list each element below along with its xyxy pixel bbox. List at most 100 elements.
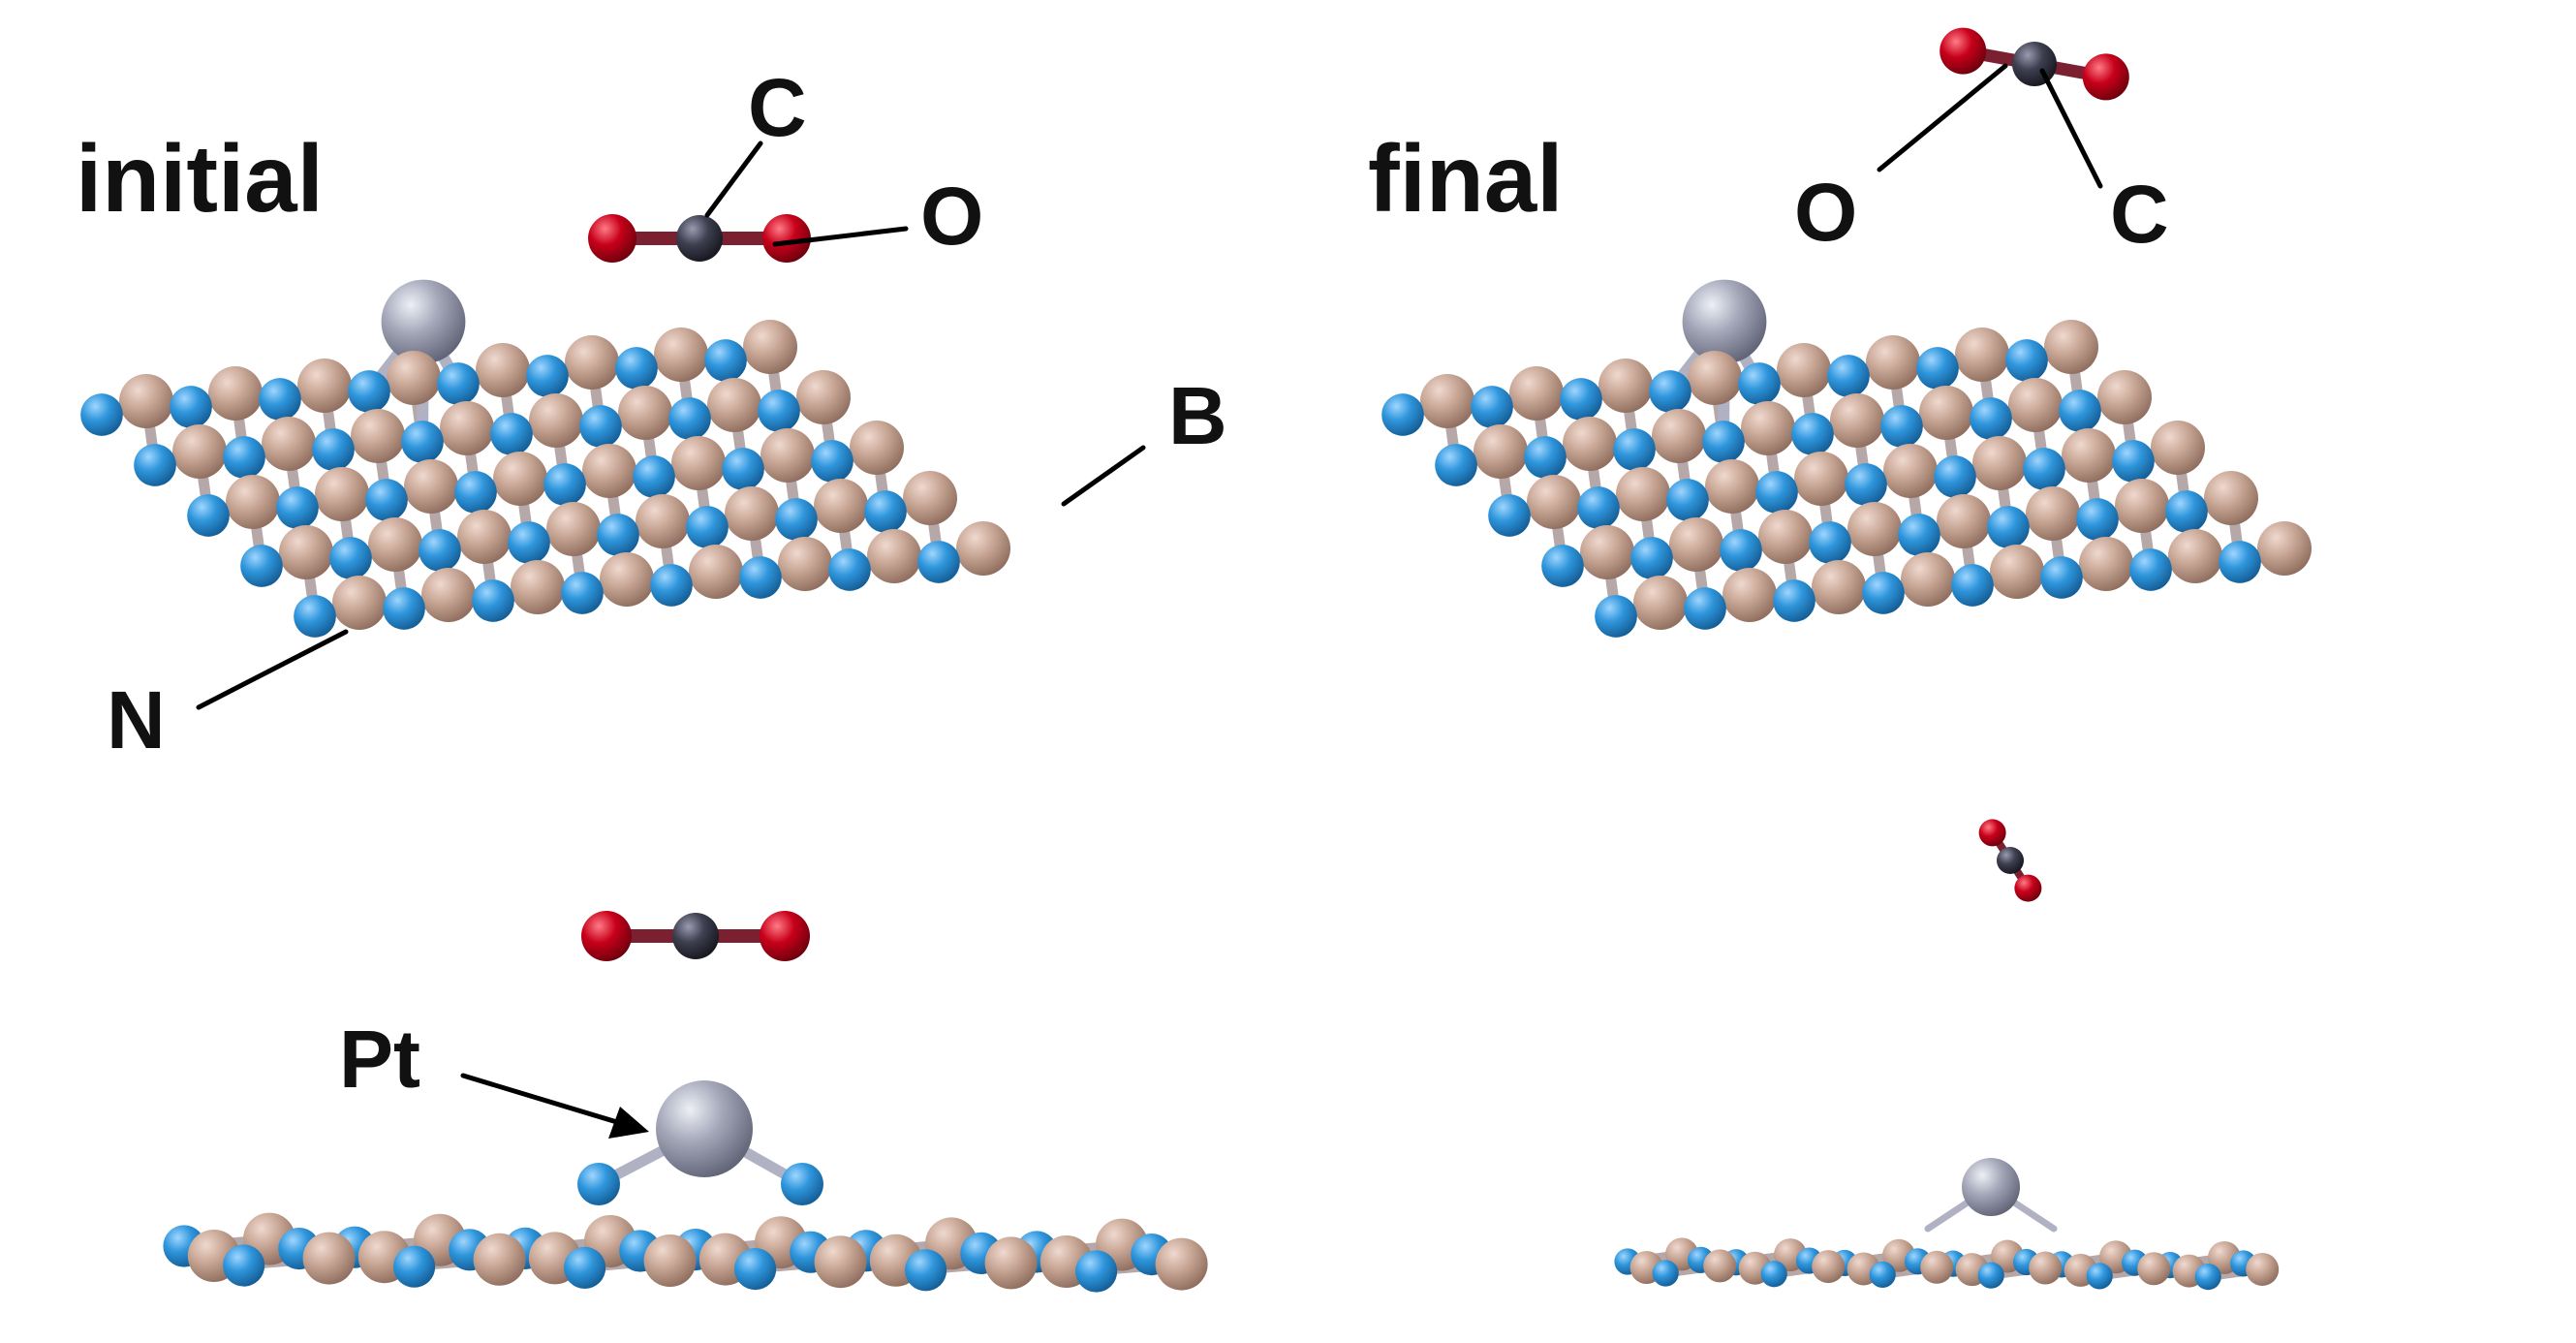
final-side-platinum-atom: [1962, 1158, 2020, 1216]
final-top-boron-atom: [1616, 467, 1670, 521]
initial-top-boron-atom: [636, 494, 690, 548]
final-top-boron-atom: [2026, 486, 2080, 541]
initial-top-nitrogen-atom: [633, 455, 675, 498]
final-top-boron-atom: [1705, 459, 1759, 514]
initial-top-boron-atom: [814, 479, 868, 533]
initial-top-boron-atom: [671, 436, 726, 490]
final-top-nitrogen-atom: [1827, 355, 1870, 397]
final-side-boron-atom: [1703, 1249, 1737, 1283]
initial-side-nitrogen-atom: [1075, 1250, 1118, 1293]
final-side-boron-atom: [1920, 1250, 1954, 1284]
initial-top-nitrogen-atom: [543, 463, 586, 506]
final-top-nitrogen-atom: [1524, 436, 1567, 479]
final-top-nitrogen-atom: [1755, 471, 1798, 514]
initial-top-nitrogen-atom: [348, 370, 390, 413]
final-top-nitrogen-atom: [2219, 541, 2261, 583]
initial-top-nitrogen-atom: [454, 471, 497, 514]
initial-top-boron-atom: [279, 525, 333, 579]
final-top-nitrogen-atom: [1773, 579, 1816, 622]
final-top-boron-atom: [2257, 521, 2312, 576]
final-top-boron-atom: [1883, 444, 1938, 498]
initial-top-nitrogen-atom: [276, 486, 319, 529]
initial-top-boron-atom: [351, 409, 405, 463]
label-carbon-initial: C: [748, 62, 807, 153]
initial-top-nitrogen-atom: [739, 556, 782, 599]
initial-top-nitrogen-atom: [615, 347, 658, 390]
leader-line-oxygen-initial: [772, 226, 909, 247]
final-top-nitrogen-atom: [1898, 514, 1940, 556]
final-top-boron-atom: [1758, 510, 1813, 564]
initial-top-boron-atom: [262, 417, 316, 471]
initial-top-nitrogen-atom: [917, 541, 960, 583]
final-top-nitrogen-atom: [1738, 362, 1781, 405]
initial-top-boron-atom: [582, 444, 636, 498]
final-top-boron-atom: [1420, 374, 1474, 428]
initial-top-oxygen-atom: [762, 214, 811, 263]
initial-top-nitrogen-atom: [597, 514, 639, 556]
final-top-boron-atom: [1509, 366, 1564, 421]
initial-top-nitrogen-atom: [561, 572, 604, 614]
final-top-boron-atom: [1937, 494, 1991, 548]
initial-side-nitrogen-atom: [905, 1249, 947, 1292]
initial-top-boron-atom: [546, 502, 601, 556]
final-side-nitrogen-atom: [1977, 1262, 2004, 1289]
initial-top-oxygen-atom: [588, 214, 636, 263]
final-top-boron-atom: [1669, 517, 1723, 572]
final-top-carbon-atom: [2012, 42, 2057, 86]
final-top-boron-atom: [1866, 335, 1920, 390]
final-top-boron-atom: [1812, 560, 1866, 614]
initial-top-boron-atom: [493, 452, 547, 506]
final-top-boron-atom: [1794, 452, 1848, 506]
final-top-boron-atom: [1580, 525, 1634, 579]
final-side-boron-atom: [2029, 1251, 2063, 1285]
final-top-nitrogen-atom: [2165, 490, 2208, 533]
final-top-boron-atom: [2079, 537, 2133, 591]
initial-top-boron-atom: [404, 459, 458, 514]
atoms: [80, 27, 2312, 1293]
final-side-nitrogen-atom: [1652, 1260, 1679, 1287]
initial-side-nitrogen-atom: [577, 1163, 620, 1205]
final-top-boron-atom: [1633, 576, 1688, 630]
final-top-nitrogen-atom: [1649, 370, 1691, 413]
final-top-nitrogen-atom: [1595, 595, 1637, 638]
final-top-boron-atom: [1919, 386, 1973, 440]
final-top-boron-atom: [1972, 436, 2027, 490]
initial-side-oxygen-atom: [760, 911, 810, 961]
initial-top-boron-atom: [867, 529, 921, 583]
final-top-boron-atom: [1652, 409, 1706, 463]
final-top-nitrogen-atom: [1862, 572, 1905, 614]
final-top-nitrogen-atom: [1435, 444, 1477, 486]
initial-top-nitrogen-atom: [526, 355, 569, 397]
initial-top-boron-atom: [440, 401, 494, 455]
initial-top-boron-atom: [565, 335, 619, 390]
initial-top-boron-atom: [600, 552, 654, 607]
initial-side-boron-atom: [302, 1232, 356, 1285]
initial-top-boron-atom: [529, 393, 583, 448]
final-top-boron-atom: [1955, 328, 2009, 382]
initial-top-boron-atom: [850, 421, 904, 475]
initial-top-boron-atom: [119, 374, 173, 428]
initial-side-boron-atom: [473, 1233, 526, 1286]
label-carbon-final: C: [2110, 169, 2169, 260]
final-top-boron-atom: [2062, 428, 2116, 483]
initial-side-boron-atom: [814, 1235, 867, 1289]
initial-top-nitrogen-atom: [508, 521, 550, 564]
final-top-nitrogen-atom: [1951, 564, 1994, 607]
final-top-nitrogen-atom: [1791, 413, 1834, 455]
leader-line-carbon-initial: [704, 141, 763, 218]
final-side-boron-atom: [1812, 1250, 1846, 1284]
final-side-nitrogen-atom: [1760, 1261, 1787, 1288]
initial-top-boron-atom: [725, 486, 779, 541]
final-top-nitrogen-atom: [2005, 339, 2048, 382]
final-top-boron-atom: [2168, 529, 2222, 583]
initial-top-nitrogen-atom: [828, 548, 871, 591]
initial-top-nitrogen-atom: [312, 428, 355, 471]
initial-top-carbon-atom: [676, 215, 723, 262]
labels: initial final C O B N Pt O C: [76, 62, 2169, 1105]
final-top-nitrogen-atom: [2076, 498, 2119, 541]
final-side-nitrogen-atom: [1869, 1261, 1896, 1289]
initial-top-nitrogen-atom: [401, 421, 444, 463]
initial-top-nitrogen-atom: [811, 440, 853, 483]
initial-side-platinum-atom: [656, 1080, 753, 1177]
